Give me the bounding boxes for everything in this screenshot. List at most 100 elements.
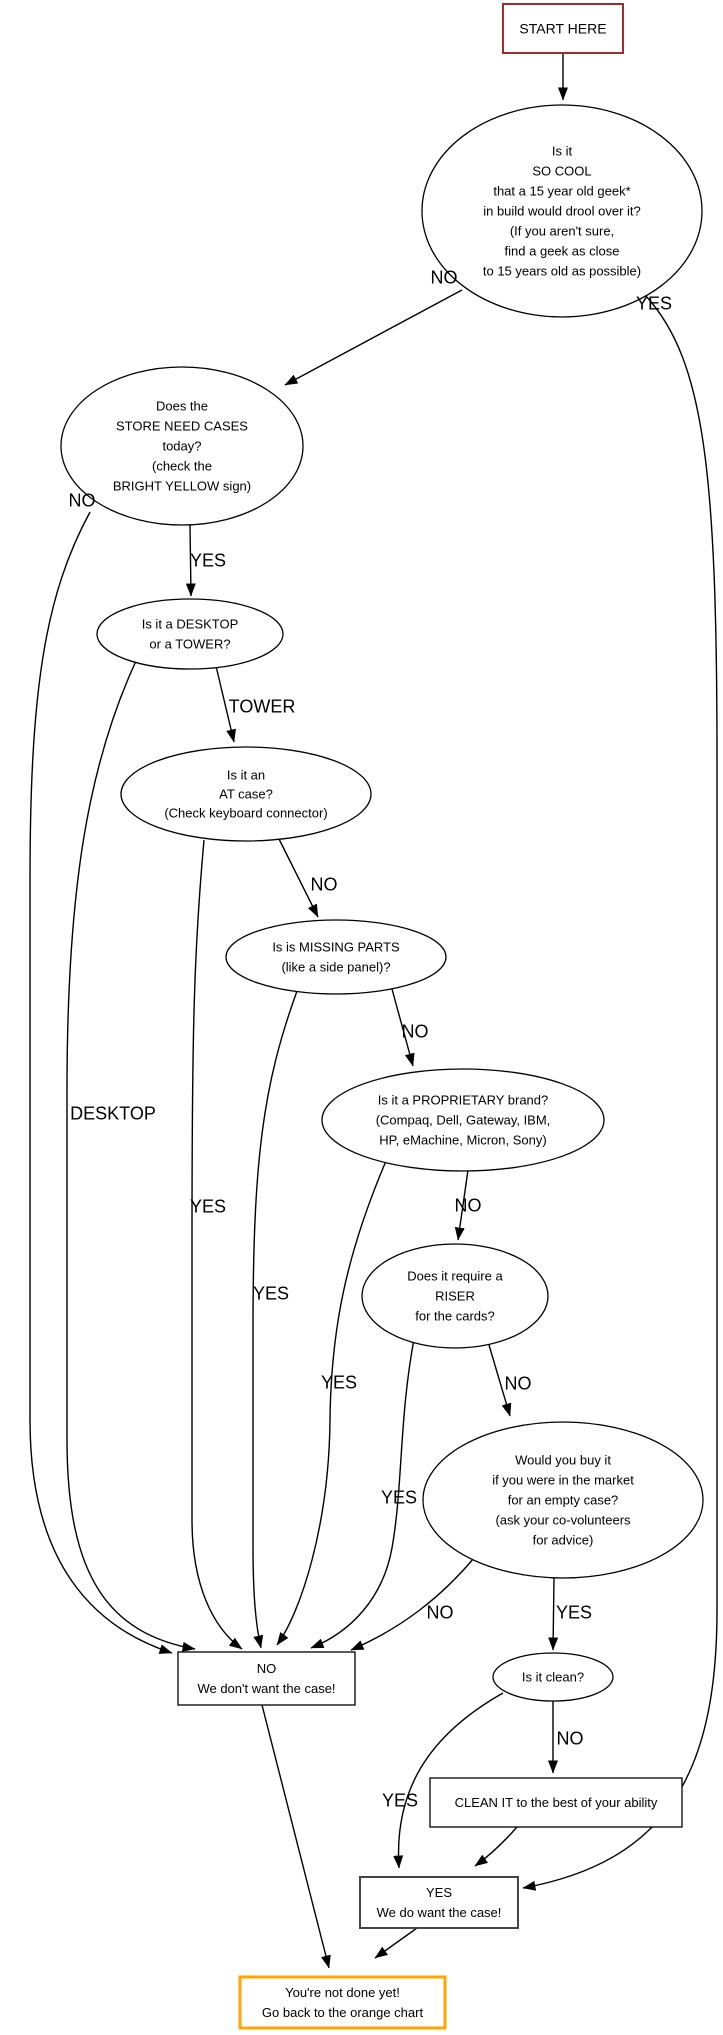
edge-store-to-nobox-no — [29, 511, 173, 1654]
edge-cool-to-yesbox-yes — [522, 295, 718, 1891]
edge-layer — [29, 53, 718, 1969]
edge-desktower-to-nobox-desktop — [66, 660, 196, 1652]
proprietary-brand-decision-label-line-2: HP, eMachine, Micron, Sony) — [379, 1133, 546, 1148]
so-cool-decision-label-line-5: find a geek as close — [505, 244, 620, 259]
clean-it-node-shape — [429, 1777, 683, 1828]
not-done-yet-node-label-line-1: Go back to the orange chart — [262, 2005, 424, 2020]
riser-decision-label-line-2: for the cards? — [415, 1309, 495, 1324]
edge-cool-to-yesbox-yes-label: YES — [636, 294, 672, 314]
edge-missing-to-prop-no-label: NO — [402, 1022, 429, 1042]
so-cool-decision-label-line-4: (If you aren't sure, — [510, 224, 614, 239]
would-you-buy-it-decision-label-line-4: for advice) — [533, 1533, 594, 1548]
is-it-clean-decision: Is it clean? — [492, 1652, 614, 1702]
dont-want-case-node-label-line-0: NO — [257, 1661, 277, 1676]
at-case-decision-label-line-1: AT case? — [219, 787, 273, 802]
edge-buy-to-clean-yes-label: YES — [556, 1603, 592, 1623]
so-cool-decision-label-line-6: to 15 years old as possible) — [483, 264, 641, 279]
so-cool-decision-shape — [421, 104, 703, 318]
store-need-cases-decision-label-line-4: BRIGHT YELLOW sign) — [113, 479, 251, 494]
not-done-yet-node-label-line-0: You're not done yet! — [285, 1985, 400, 2000]
edge-prop-to-riser-no-label: NO — [455, 1196, 482, 1216]
edge-riser-to-buy-no-label: NO — [505, 1374, 532, 1394]
would-you-buy-it-decision-label-line-2: for an empty case? — [508, 1493, 619, 1508]
edge-prop-to-riser-no — [454, 1169, 469, 1241]
edge-prop-to-nobox-yes-label: YES — [321, 1373, 357, 1393]
edge-buy-to-nobox-no-label: NO — [427, 1603, 454, 1623]
would-you-buy-it-decision: Would you buy it if you were in the marke… — [422, 1421, 704, 1579]
start-here-node: START HERE — [502, 3, 624, 54]
dont-want-case-node-shape — [177, 1651, 356, 1706]
edge-cool-to-store-no-label: NO — [431, 268, 458, 288]
edge-clean-to-cleanit-no-label: NO — [557, 1729, 584, 1749]
so-cool-decision-label-line-0: Is it — [552, 144, 573, 159]
do-want-case-node-label-line-0: YES — [426, 1885, 452, 1900]
store-need-cases-decision-shape — [60, 366, 304, 526]
missing-parts-decision: Is is MISSING PARTS(like a side panel)? — [225, 919, 447, 995]
do-want-case-node-label-line-1: We do want the case! — [377, 1905, 502, 1920]
proprietary-brand-decision-label-line-1: (Compaq, Dell, Gateway, IBM, — [376, 1113, 551, 1128]
is-it-clean-decision-label-line-0: Is it clean? — [522, 1670, 584, 1685]
edge-at-to-nobox-yes-label: YES — [190, 1197, 226, 1217]
riser-decision-label-line-0: Does it require a — [407, 1269, 503, 1284]
edge-store-to-desktower-yes — [185, 524, 196, 597]
missing-parts-decision-label-line-0: Is is MISSING PARTS — [272, 940, 400, 955]
edge-riser-to-buy-no — [488, 1344, 512, 1417]
edge-missing-to-nobox-yes — [252, 990, 298, 1649]
would-you-buy-it-decision-shape — [422, 1421, 704, 1579]
edge-yesbox-to-orange — [374, 1927, 418, 1959]
dont-want-case-node-label-line-1: We don't want the case! — [197, 1681, 335, 1696]
not-done-yet-node-shape — [238, 1975, 447, 2030]
edge-cool-to-store-no — [284, 289, 463, 386]
do-want-case-node-shape — [359, 1876, 519, 1929]
edge-clean-to-yesbox-yes-label: YES — [382, 1791, 418, 1811]
is-it-clean-decision-shape — [492, 1652, 614, 1702]
would-you-buy-it-decision-label-line-3: (ask your co-volunteers — [495, 1513, 631, 1528]
edge-desktower-to-at-tower — [215, 665, 236, 743]
proprietary-brand-decision-label-line-0: Is it a PROPRIETARY brand? — [378, 1093, 549, 1108]
store-need-cases-decision-label-line-0: Does the — [156, 399, 208, 414]
edge-store-to-nobox-no-label: NO — [69, 491, 96, 511]
proprietary-brand-decision: Is it a PROPRIETARY brand? (Compaq, Dell,… — [321, 1068, 605, 1172]
desktop-or-tower-decision-label-line-0: Is it a DESKTOP — [142, 617, 239, 632]
dont-want-case-node: NO We don't want the case! — [177, 1651, 356, 1706]
at-case-decision-label-line-0: Is it an — [227, 768, 265, 783]
missing-parts-decision-shape — [225, 919, 447, 995]
desktop-or-tower-decision-label-line-1: or a TOWER? — [149, 637, 230, 652]
start-here-node-label-line-0: START HERE — [519, 20, 606, 36]
edge-riser-to-nobox-yes — [310, 1338, 415, 1649]
proprietary-brand-decision-shape — [321, 1068, 605, 1172]
desktop-or-tower-decision-shape — [96, 598, 284, 670]
edge-at-to-nobox-yes — [191, 839, 243, 1650]
edge-store-to-desktower-yes-label: YES — [190, 551, 226, 571]
clean-it-node-label-line-0: CLEAN IT to the best of your ability — [455, 1795, 658, 1810]
would-you-buy-it-decision-label-line-0: Would you buy it — [515, 1453, 611, 1468]
edge-clean-to-yesbox-yes — [393, 1692, 504, 1869]
so-cool-decision-label-line-2: that a 15 year old geek* — [493, 184, 630, 199]
do-want-case-node: YES We do want the case! — [359, 1876, 519, 1929]
edge-buy-to-nobox-no — [350, 1557, 475, 1651]
start-here-node-shape — [502, 3, 624, 54]
at-case-decision: Is it an AT case? (Check keyboard connecto… — [120, 746, 372, 842]
clean-it-node: CLEAN IT to the best of your ability — [429, 1777, 683, 1828]
would-you-buy-it-decision-label-line-1: if you were in the market — [492, 1473, 634, 1488]
at-case-decision-label-line-2: (Check keyboard connector) — [164, 806, 327, 821]
edge-riser-to-nobox-yes-label: YES — [381, 1488, 417, 1508]
edge-missing-to-nobox-yes-label: YES — [253, 1284, 289, 1304]
edge-desktower-to-at-tower-label: TOWER — [229, 697, 296, 717]
edge-nobox-to-orange — [261, 1704, 331, 1969]
at-case-decision-shape — [120, 746, 372, 842]
edge-missing-to-prop-no — [391, 988, 415, 1067]
desktop-or-tower-decision: Is it a DESKTOP or a TOWER? — [96, 598, 284, 670]
riser-decision: Does it require a RISER for the cards? — [361, 1243, 549, 1349]
so-cool-decision-label-line-3: in build would drool over it? — [483, 204, 641, 219]
store-need-cases-decision-label-line-1: STORE NEED CASES — [116, 419, 248, 434]
edge-buy-to-clean-yes — [548, 1577, 559, 1651]
riser-decision-label-line-1: RISER — [435, 1289, 475, 1304]
store-need-cases-decision-label-line-2: today? — [162, 439, 201, 454]
riser-decision-shape — [361, 1243, 549, 1349]
